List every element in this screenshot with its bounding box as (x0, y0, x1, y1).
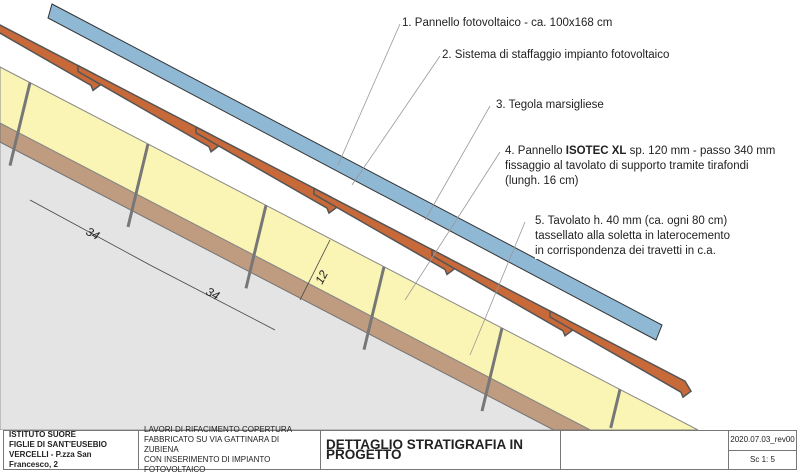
label-timber-board: 5. Tavolato h. 40 mm (ca. ogni 80 cm) ta… (535, 214, 730, 259)
client-line: FIGLIE DI SANT'EUSEBIO (9, 440, 107, 449)
l4-line2: fissaggio al tavolato di supporto tramit… (505, 160, 749, 172)
l5-line3: in corrispondenza dei travetti in c.a. (535, 245, 716, 257)
client-line: VERCELLI - P.zza San Francesco, 2 (9, 450, 92, 469)
screw (126, 143, 150, 228)
client-cell: ISTITUTO SUORE FIGLIE DI SANT'EUSEBIO VE… (4, 430, 139, 469)
screw (362, 266, 386, 351)
project-line: FABBRICATO SU VIA GATTINARA DI ZUBIENA (144, 435, 280, 454)
screw (244, 204, 268, 289)
client-line: ISTITUTO SUORE (9, 430, 76, 439)
photovoltaic-panel (47, 3, 663, 341)
tile (549, 309, 692, 399)
l4-brand: ISOTEC XL (565, 145, 627, 157)
l5-line1: 5. Tavolato h. 40 mm (ca. ogni 80 cm) (535, 215, 728, 227)
dimension-34-b: 34 (204, 284, 223, 303)
dimension-34-a: 34 (84, 224, 103, 243)
screw (8, 82, 32, 166)
leader-lines (337, 23, 526, 356)
date-revision: 2020.07.03_rev00 (729, 431, 796, 451)
revision-cell: 2020.07.03_rev00 Sc 1: 5 (729, 431, 796, 469)
title-block: ISTITUTO SUORE FIGLIE DI SANT'EUSEBIO VE… (3, 425, 797, 474)
isotec-insulation-panel (0, 66, 699, 430)
screws (8, 82, 622, 429)
label-isotec-panel: 4. Pannello ISOTEC XL sp. 120 mm - passo… (505, 144, 776, 189)
project-cell: LAVORI DI RIFACIMENTO COPERTURA FABBRICA… (139, 425, 321, 474)
drawing-title: DETTAGLIO STRATIGRAFIA IN PROGETTO (321, 431, 561, 469)
scale: Sc 1: 5 (750, 454, 775, 464)
l4-text: 4. Pannello (505, 145, 566, 157)
l4-text-post: sp. 120 mm - passo 340 mm (626, 145, 776, 157)
dimension-12: 12 (312, 268, 331, 287)
label-tile: 3. Tegola marsigliese (496, 98, 604, 113)
empty-cell (561, 431, 729, 469)
screw (609, 389, 622, 429)
roof-section-drawing: 34 34 12 (0, 3, 699, 430)
project-line: CON INSERIMENTO DI IMPIANTO FOTOVOLTAICO (144, 455, 271, 474)
l5-line2: tassellato alla soletta in laterocemento (535, 230, 730, 242)
l4-line3: (lungh. 16 cm) (505, 175, 579, 187)
project-line: LAVORI DI RIFACIMENTO COPERTURA (144, 425, 293, 434)
label-mounting-system: 2. Sistema di staffaggio impianto fotovo… (442, 48, 670, 63)
screw (480, 327, 504, 412)
dimension-lines (29, 199, 331, 331)
marseille-tiles (0, 24, 692, 399)
label-pv-panel: 1. Pannello fotovoltaico - ca. 100x168 c… (402, 16, 613, 31)
